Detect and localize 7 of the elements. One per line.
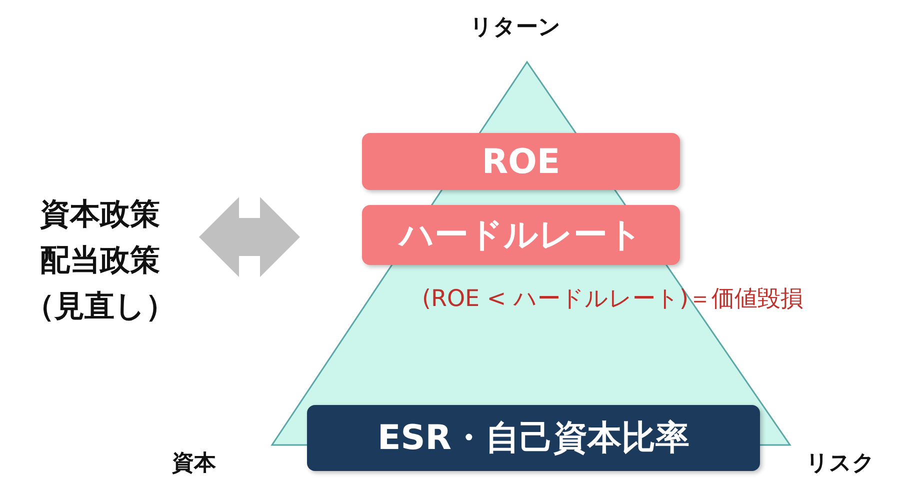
apex-label: リターン xyxy=(470,14,561,42)
corner-label: 資本 xyxy=(172,450,216,478)
value-loss-note: (ROE < ハードルレート)＝価値毀損 xyxy=(422,285,804,314)
corner-label: リスク xyxy=(806,450,875,478)
esr-box: ESR・自己資本比率 xyxy=(307,405,760,471)
policy-text: 資本政策 配当政策 （見直し） xyxy=(10,192,190,337)
double-arrow xyxy=(199,197,300,277)
